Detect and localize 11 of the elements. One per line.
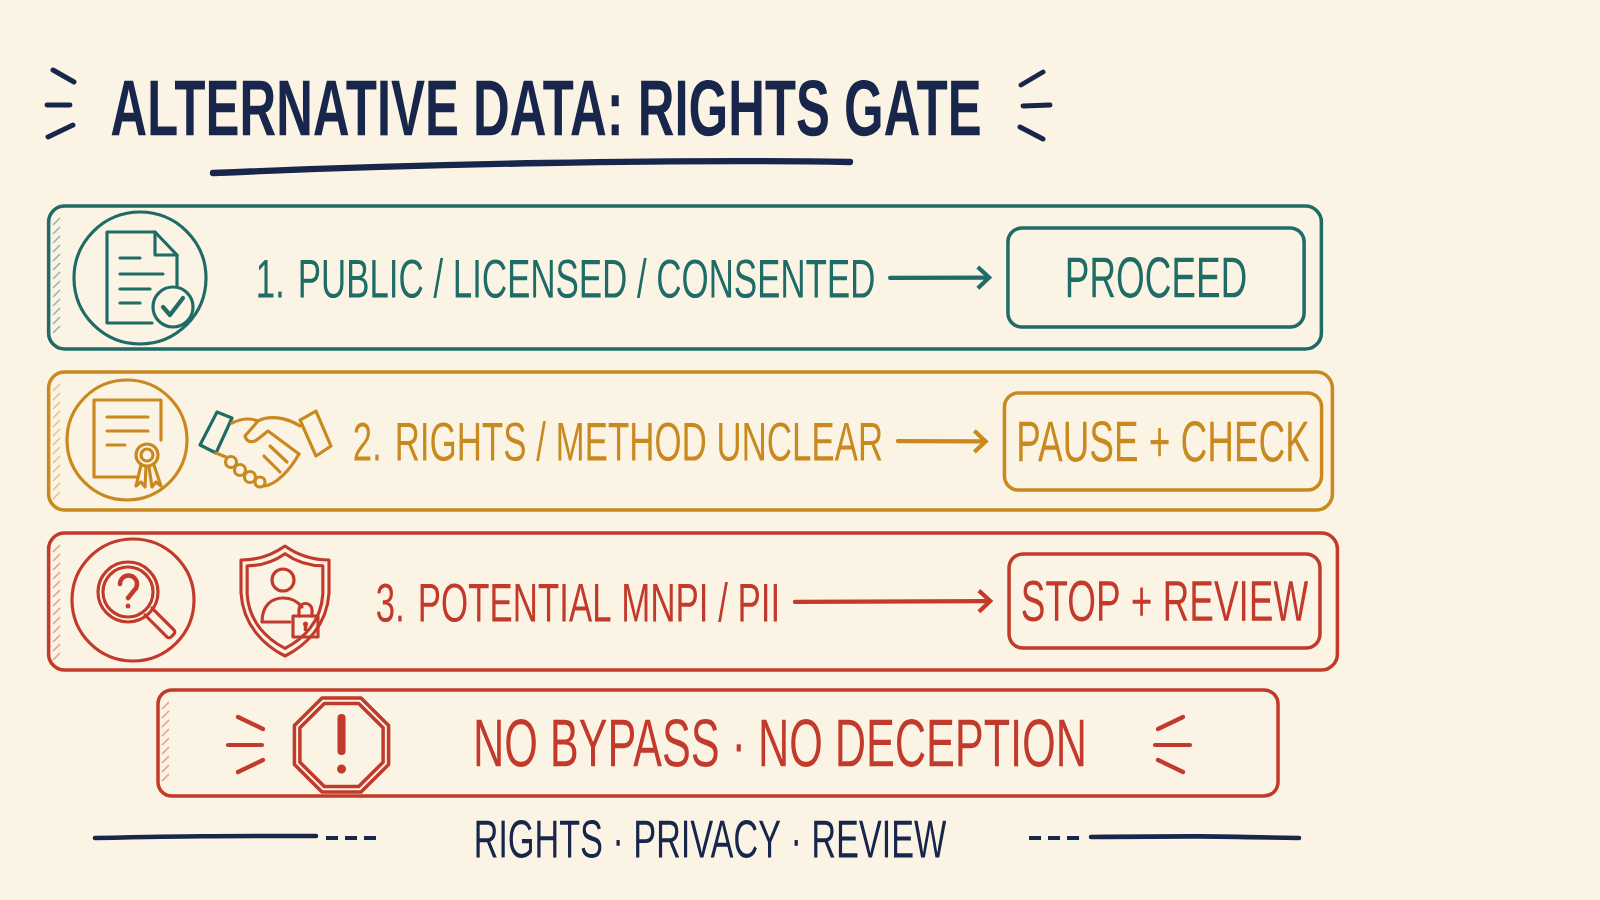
title: ALTERNATIVE DATA: RIGHTS GATE: [111, 79, 980, 137]
row-panel: [46, 204, 1324, 351]
outcome-box: PROCEED: [1006, 226, 1306, 329]
condition-text: 2. RIGHTS / METHOD UNCLEAR: [354, 421, 882, 462]
outcome-box: PAUSE + CHECK: [1002, 391, 1324, 492]
condition-text: 1. PUBLIC / LICENSED / CONSENTED: [258, 258, 874, 299]
row-panel: [46, 370, 1335, 512]
row-panel: [46, 531, 1340, 672]
outcome-box: STOP + REVIEW: [1007, 552, 1322, 650]
warning-banner: NO BYPASS · NO DECEPTION: [156, 688, 1280, 798]
condition-text: 3. POTENTIAL MNPI / PII: [377, 582, 777, 623]
